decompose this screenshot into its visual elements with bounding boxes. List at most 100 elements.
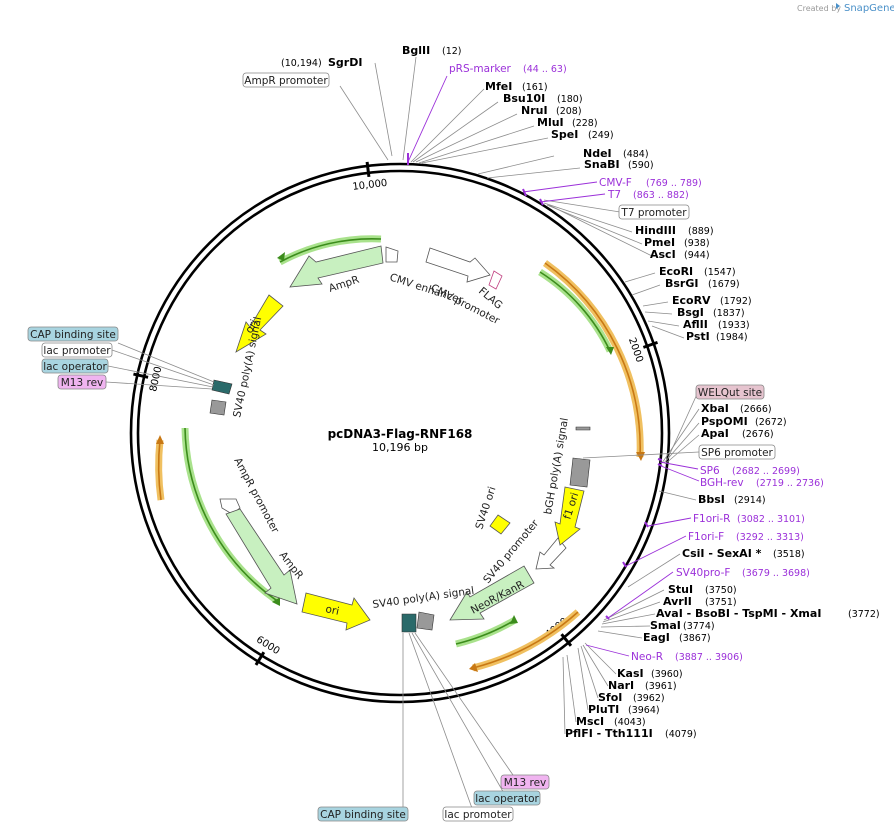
leader-line <box>644 311 673 315</box>
primer-label: F1ori-R <box>693 513 730 525</box>
site-label: MfeI <box>485 80 512 93</box>
orf-arrowhead <box>606 347 614 355</box>
site-label: SgrDI <box>328 56 362 69</box>
label-box <box>27 326 119 342</box>
leader-line <box>663 422 700 464</box>
site-label: EcoRV <box>672 294 711 307</box>
leader-line <box>415 113 518 163</box>
primer-leader <box>522 181 598 193</box>
site-label: NarI <box>608 679 634 692</box>
primer-range: (44 .. 63) <box>523 64 567 75</box>
primer-leader <box>647 517 692 527</box>
label-text: M13 rev <box>504 777 547 789</box>
site-label: ApaI <box>701 427 729 440</box>
primer-range: (863 .. 882) <box>633 190 689 201</box>
orf-arc-green <box>539 271 611 352</box>
leader-line <box>562 656 566 735</box>
sv40-promoter-feature <box>535 537 567 570</box>
neor-feature <box>449 565 535 621</box>
primer-mark <box>644 521 649 528</box>
ori-top-feature <box>235 294 284 353</box>
site-position: (3960) <box>651 669 683 680</box>
primer-mark <box>622 561 627 568</box>
site-label: AflII <box>683 318 708 331</box>
site-position: (944) <box>684 250 710 261</box>
site-label: NdeI <box>583 147 612 160</box>
label-text: lac promoter <box>444 809 512 821</box>
site-position: (1837) <box>713 308 745 319</box>
leader-line <box>105 381 213 390</box>
leader-line <box>486 167 581 179</box>
boxed-label-lac-operator-bottom: lac operator <box>473 790 541 806</box>
primer-labels: pRS-marker (44 .. 63) CMV-F (769 .. 789)… <box>449 63 824 663</box>
boxed-label-m13-rev-bottom: M13 rev <box>500 774 550 790</box>
ampr-promoter-top-feature <box>385 246 399 263</box>
orf-arcs <box>155 235 645 672</box>
primer-range: (2682 .. 2699) <box>732 466 800 477</box>
site-label: CsiI - SexAI * <box>682 547 762 560</box>
leader-line <box>411 632 506 796</box>
leader-line <box>410 88 485 163</box>
boxed-label-welqut-site: WELQut site <box>695 384 765 400</box>
site-position: (4043) <box>614 717 646 728</box>
orf-arrowhead <box>156 435 164 444</box>
label-text: lac promoter <box>43 345 111 357</box>
site-label: XbaI <box>701 402 729 415</box>
leader-line <box>582 451 700 459</box>
leader-line <box>418 125 535 164</box>
snapgene-logo: SnapGene <box>844 3 894 14</box>
primer-range: (3292 .. 3313) <box>736 532 804 543</box>
leader-line <box>339 85 389 161</box>
scale-tick <box>133 372 149 379</box>
site-label: BsgI <box>677 306 704 319</box>
boxed-label-cap-binding-site-bottom: CAP binding site <box>317 806 409 822</box>
site-position: (12) <box>442 46 462 57</box>
label-text: T7 promoter <box>620 207 687 219</box>
primer-leader <box>539 193 606 203</box>
primer-range: (769 .. 789) <box>646 178 702 189</box>
restriction-sites: BglII (12) SgrDI (10,194) MfeI (161) Bsu… <box>281 44 880 740</box>
label-box <box>695 384 765 400</box>
site-position: (3962) <box>633 693 665 704</box>
backbone-inner <box>136 169 664 697</box>
leader-line <box>414 632 514 776</box>
leader-line <box>582 644 609 687</box>
site-position: (3867) <box>679 633 711 644</box>
leader-line <box>577 647 589 711</box>
primer-label: BGH-rev <box>700 477 744 489</box>
snapgene-icon <box>836 3 840 9</box>
primer-leader <box>660 465 700 482</box>
plasmid-name: pcDNA3-Flag-RNF168 <box>328 427 473 441</box>
site-position: (3774) <box>683 621 715 632</box>
site-position: (10,194) <box>281 58 322 69</box>
primer-leader <box>607 571 674 619</box>
primer-leader <box>625 535 687 567</box>
leader-line <box>624 272 656 283</box>
label-box <box>41 358 109 374</box>
leader-line <box>111 349 215 386</box>
label-box <box>473 790 541 806</box>
site-label: MscI <box>576 715 604 728</box>
leader-line <box>543 202 633 233</box>
orf-arc-green <box>184 427 277 601</box>
leader-line <box>647 320 680 327</box>
site-position: (889) <box>688 226 714 237</box>
leader-line <box>658 490 697 501</box>
feature-shapes <box>209 245 591 633</box>
leader-line <box>602 601 661 623</box>
site-label: SnaBI <box>584 158 620 171</box>
site-label: BbsI <box>698 493 725 506</box>
site-label: SmaI <box>650 619 681 632</box>
leader-line <box>566 654 577 723</box>
primer-leader <box>659 461 699 470</box>
orf-arc-orange <box>544 262 641 458</box>
primer-marks <box>407 153 663 620</box>
flag-feature <box>488 270 503 290</box>
label-box <box>242 72 330 88</box>
leader-line <box>603 589 665 621</box>
sv40-polya-bottom-feature <box>401 613 417 633</box>
boxed-label-lac-promoter-bottom: lac promoter <box>442 806 514 822</box>
site-label: MluI <box>537 116 564 129</box>
backbone-outer <box>129 162 671 704</box>
